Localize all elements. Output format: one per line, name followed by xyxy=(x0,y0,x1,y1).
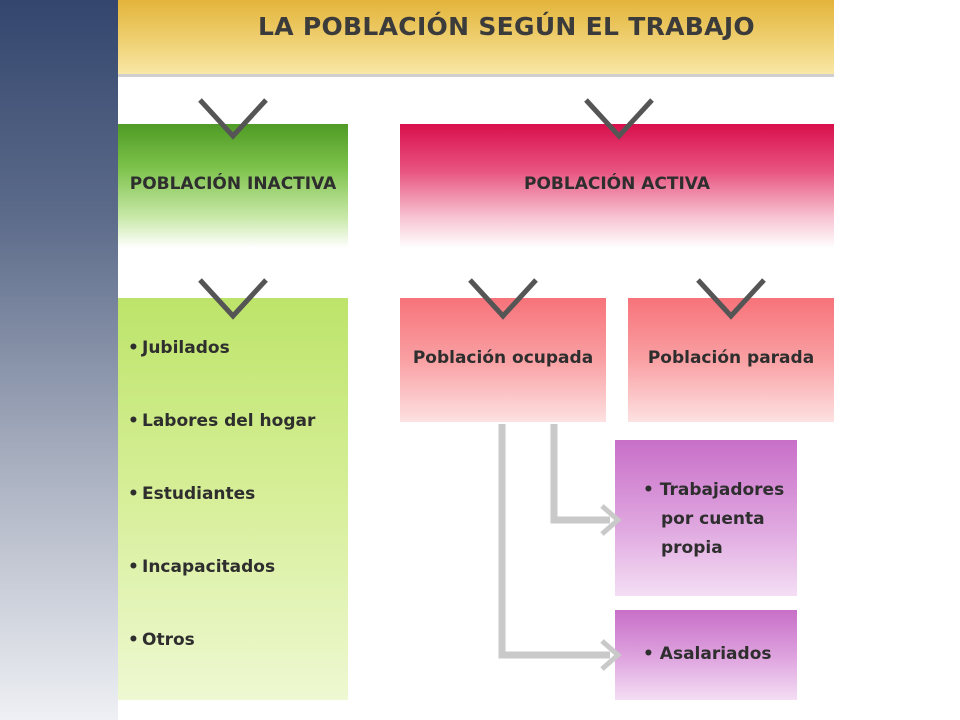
active-population-label: POBLACIÓN ACTIVA xyxy=(524,174,710,194)
unemployed-population-label: Población parada xyxy=(647,348,815,368)
inactive-population-box: POBLACIÓN INACTIVA xyxy=(118,124,348,248)
chevron-down-icon xyxy=(468,278,538,320)
bullet-icon: • xyxy=(128,630,139,650)
chevron-down-icon xyxy=(198,278,268,320)
list-item: •Jubilados xyxy=(128,338,315,411)
chevron-down-icon xyxy=(198,98,268,140)
self-employed-line: • Trabajadores xyxy=(643,476,784,505)
list-item-label: Jubilados xyxy=(142,338,230,358)
connector-salaried xyxy=(498,424,610,659)
salaried-text: • Asalariados xyxy=(643,640,772,669)
connector-self-employed xyxy=(550,424,610,524)
inactive-list-box: •Jubilados •Labores del hogar •Estudiant… xyxy=(118,298,348,700)
inactive-items-list: •Jubilados •Labores del hogar •Estudiant… xyxy=(128,338,315,703)
active-population-box: POBLACIÓN ACTIVA xyxy=(400,124,834,248)
list-item-label: Otros xyxy=(142,630,195,650)
self-employed-box: • Trabajadores por cuenta propia xyxy=(615,440,797,596)
title-bar: LA POBLACIÓN SEGÚN EL TRABAJO xyxy=(118,0,834,77)
diagram-title: LA POBLACIÓN SEGÚN EL TRABAJO xyxy=(258,12,755,41)
list-item: •Estudiantes xyxy=(128,484,315,557)
list-item: •Otros xyxy=(128,630,315,703)
bullet-icon: • xyxy=(128,411,139,431)
self-employed-text: • Trabajadores por cuenta propia xyxy=(643,476,784,563)
self-employed-line-1: Trabajadores xyxy=(659,480,785,500)
salaried-box: • Asalariados xyxy=(615,610,797,700)
chevron-down-icon xyxy=(584,98,654,140)
diagram-canvas: LA POBLACIÓN SEGÚN EL TRABAJO POBLACIÓN … xyxy=(118,0,834,700)
employed-population-label: Población ocupada xyxy=(412,348,594,368)
connectors-layer xyxy=(198,98,766,671)
arrow-right-icon xyxy=(600,639,622,671)
list-item-label: Estudiantes xyxy=(142,484,256,504)
inactive-population-label: POBLACIÓN INACTIVA xyxy=(129,174,337,194)
list-item-label: Labores del hogar xyxy=(142,411,316,431)
side-decoration-band xyxy=(0,0,118,720)
self-employed-line: propia xyxy=(661,538,723,558)
list-item-label: Incapacitados xyxy=(142,557,276,577)
list-item: •Incapacitados xyxy=(128,557,315,630)
bullet-icon: • xyxy=(128,338,139,358)
bullet-icon: • xyxy=(643,480,654,500)
chevron-down-icon xyxy=(696,278,766,320)
salaried-label: Asalariados xyxy=(659,644,772,664)
bullet-icon: • xyxy=(128,557,139,577)
self-employed-line: por cuenta xyxy=(661,509,765,529)
arrow-right-icon xyxy=(600,504,622,536)
bullet-icon: • xyxy=(128,484,139,504)
employed-population-box: Población ocupada xyxy=(400,298,606,422)
bullet-icon: • xyxy=(643,644,654,664)
list-item: •Labores del hogar xyxy=(128,411,315,484)
